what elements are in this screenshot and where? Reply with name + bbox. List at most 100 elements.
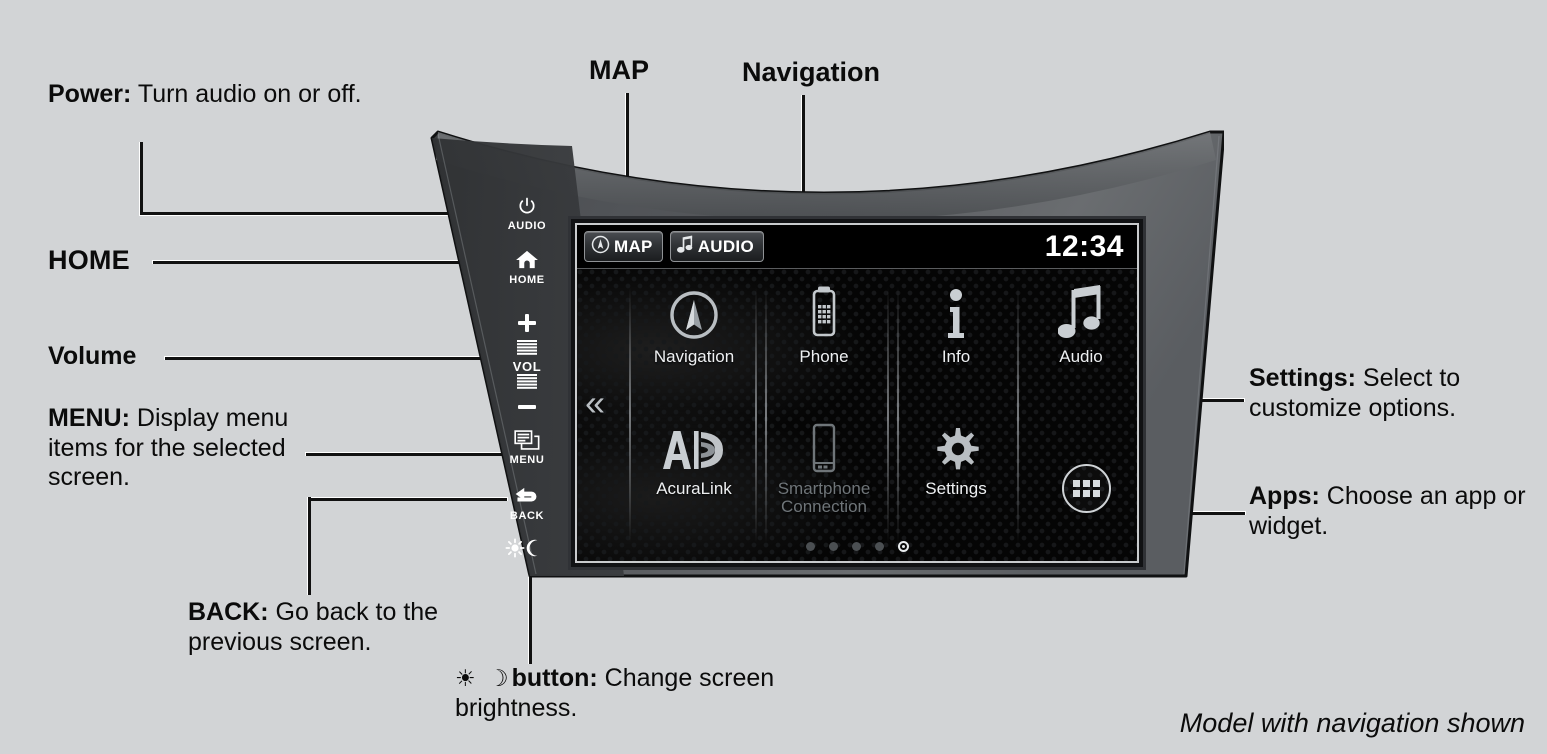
callout-back-text: Go back to the previous screen.	[188, 598, 439, 656]
leader-map	[626, 93, 629, 250]
tile-divider	[765, 286, 767, 544]
hard-button-volume[interactable]: VOL	[492, 312, 562, 414]
back-arrow-icon	[492, 486, 562, 510]
volume-button-label: VOL	[512, 359, 542, 374]
callout-settings-text: Select to customize options.	[1249, 364, 1461, 422]
callout-back: BACK: Go back to the previous screen.	[188, 598, 448, 657]
hard-button-brightness[interactable]	[492, 538, 562, 562]
hard-button-power[interactable]: AUDIO	[492, 196, 562, 232]
power-icon	[492, 196, 562, 220]
page-dot-active[interactable]	[897, 541, 909, 552]
callout-map: MAP	[589, 55, 649, 87]
menu-button-label: MENU	[509, 454, 545, 466]
callout-power-text: Turn audio on or off.	[131, 80, 362, 108]
tile-phone[interactable]: Phone	[765, 279, 883, 366]
callout-menu: MENU: Display menu items for the selecte…	[48, 404, 348, 493]
callout-settings: Settings: Select to customize options.	[1249, 364, 1539, 423]
sun-moon-icon	[492, 538, 562, 562]
callout-apps: Apps: Choose an app or widget.	[1249, 482, 1529, 541]
callout-navigation-term: Navigation	[742, 57, 881, 87]
music-note-icon	[676, 235, 694, 259]
callout-brightness: ☀ ☽button: Change screen brightness.	[455, 664, 785, 723]
callout-navigation: Navigation	[742, 57, 880, 89]
honeycomb-pattern	[577, 269, 1137, 561]
menu-icon	[492, 430, 562, 454]
sun-moon-glyph-icon: ☀ ☽	[455, 665, 512, 691]
music-note-icon	[1022, 279, 1137, 343]
leader-back	[308, 498, 507, 501]
tab-map-label: MAP	[614, 236, 653, 256]
page-dot[interactable]	[874, 542, 884, 551]
volume-knurl-icon-2	[492, 374, 562, 393]
leader-menu	[306, 453, 510, 456]
callout-menu-text: Display menu items for the selected scre…	[48, 404, 289, 491]
volume-knurl-icon	[492, 340, 562, 359]
leader-brightness	[529, 558, 532, 664]
minus-icon	[492, 398, 562, 414]
hard-button-menu[interactable]: MENU	[492, 430, 562, 466]
tile-divider	[887, 286, 889, 544]
callout-brightness-text: Change screen brightness.	[455, 664, 775, 722]
hard-button-back[interactable]: BACK	[492, 486, 562, 522]
leader-home	[153, 261, 515, 264]
leader-volume	[165, 357, 499, 360]
tile-acuralink[interactable]: AcuraLink	[635, 411, 753, 498]
acuralink-icon	[635, 411, 753, 475]
tile-divider	[629, 286, 631, 544]
leader-power-horizontal-core	[140, 212, 512, 215]
callout-home: HOME	[48, 245, 130, 277]
tile-audio-label: Audio	[1059, 347, 1103, 366]
home-tile-grid: « Navigation Phone	[577, 269, 1137, 561]
smartphone-icon	[765, 411, 883, 475]
info-icon	[897, 279, 1015, 343]
callout-settings-term: Settings:	[1249, 364, 1356, 392]
tile-divider	[755, 286, 757, 544]
infotainment-display: MAP AUDIO 12:34 «	[568, 216, 1146, 570]
screen: MAP AUDIO 12:34 «	[575, 223, 1139, 563]
tile-audio[interactable]: Audio	[1022, 279, 1137, 366]
phone-icon	[765, 279, 883, 343]
callout-power-term: Power:	[48, 80, 132, 108]
callout-back-term: BACK:	[188, 598, 269, 626]
callout-menu-term: MENU:	[48, 404, 130, 432]
tile-divider	[897, 286, 899, 544]
tile-divider	[1017, 286, 1019, 544]
page-dot[interactable]	[851, 542, 861, 551]
compass-icon	[591, 235, 610, 259]
model-caption: Model with navigation shown	[1179, 708, 1525, 739]
tile-phone-label: Phone	[799, 347, 849, 366]
callout-volume: Volume	[48, 342, 136, 372]
home-icon	[492, 250, 562, 274]
page-dot[interactable]	[828, 542, 838, 551]
status-bar: MAP AUDIO 12:34	[577, 225, 1137, 269]
callout-apps-term: Apps:	[1249, 482, 1320, 510]
hard-button-home[interactable]: HOME	[492, 250, 562, 286]
tile-navigation[interactable]: Navigation	[635, 279, 753, 366]
page-dot[interactable]	[805, 542, 815, 551]
gear-icon	[897, 411, 1015, 475]
compass-icon	[635, 279, 753, 343]
apps-button[interactable]	[1062, 464, 1111, 513]
plus-icon	[492, 312, 562, 338]
clock: 12:34	[1044, 229, 1124, 263]
tile-acuralink-label: AcuraLink	[656, 479, 732, 498]
tile-info-label: Info	[941, 347, 971, 366]
power-button-label: AUDIO	[507, 220, 547, 232]
tile-info[interactable]: Info	[897, 279, 1015, 366]
home-button-label: HOME	[509, 274, 545, 286]
callout-brightness-term: button:	[511, 664, 598, 692]
tile-settings[interactable]: Settings	[897, 411, 1015, 498]
back-button-label: BACK	[509, 510, 545, 522]
callout-volume-term: Volume	[48, 342, 137, 370]
callout-apps-text: Choose an app or widget.	[1249, 482, 1526, 540]
tab-map[interactable]: MAP	[584, 231, 663, 262]
leader-back-vertical	[308, 497, 311, 595]
scroll-left-chevron[interactable]: «	[585, 382, 606, 424]
tab-audio[interactable]: AUDIO	[669, 231, 764, 262]
callout-home-term: HOME	[48, 245, 130, 275]
page-indicator	[577, 541, 1137, 552]
apps-grid-icon	[1073, 480, 1100, 497]
